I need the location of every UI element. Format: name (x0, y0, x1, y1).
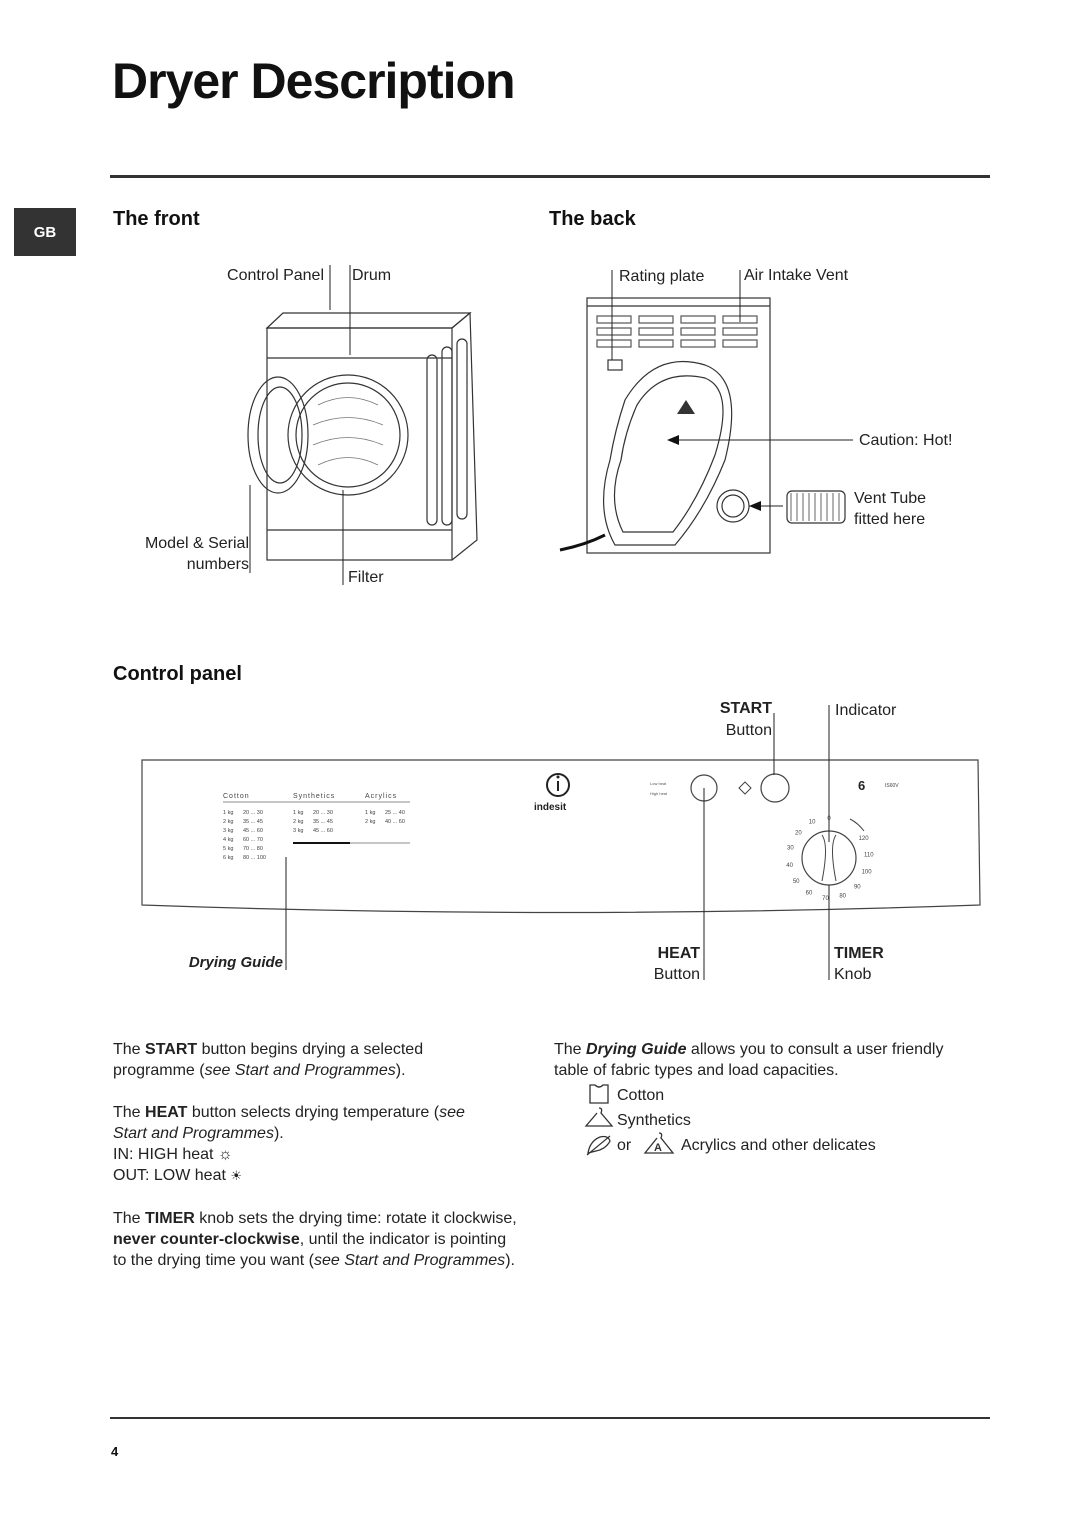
panel-model: IS60V (885, 783, 899, 789)
dial-number: 30 (787, 846, 794, 852)
heat-in-line: IN: HIGH heat (113, 1146, 214, 1163)
label-heat-bold: HEAT (657, 945, 700, 962)
panel-synthetics-header: Synthetics (293, 793, 335, 800)
cotton-row-weight: 4 kg (223, 837, 233, 843)
panel-acrylics-header: Acrylics (365, 793, 397, 800)
dial-number: 110 (864, 853, 874, 859)
label-model-serial: Model & Serial (144, 535, 249, 552)
acrylics-row-weight: 1 kg (365, 810, 375, 816)
footer-rule (110, 1417, 990, 1419)
cotton-row-time: 60 ... 70 (243, 837, 263, 843)
delicate-hand-icon (586, 1135, 611, 1156)
dial-number: 100 (862, 870, 873, 876)
label-start-bold: START (719, 700, 772, 717)
legend-synthetics: Synthetics (617, 1112, 691, 1129)
dial-number: 60 (806, 891, 813, 897)
label-control-panel: Control Panel (227, 267, 324, 284)
drying-guide-description: The Drying Guide allows you to consult a… (554, 1041, 944, 1079)
synthetics-icon (584, 1107, 614, 1127)
label-air-intake-vent: Air Intake Vent (744, 267, 849, 284)
dial-number: 50 (793, 879, 800, 885)
dial-number: 80 (839, 894, 846, 900)
panel-high-heat: High heat (650, 791, 668, 796)
dial-number: 70 (822, 896, 829, 902)
cotton-row-time: 45 ... 60 (243, 828, 263, 834)
acrylics-row-time: 40 ... 60 (385, 819, 405, 825)
page-title: Dryer Description (112, 53, 516, 109)
cotton-row-weight: 6 kg (223, 855, 233, 861)
back-dryer-diagram (559, 270, 853, 554)
label-timer-knob: Knob (834, 966, 872, 983)
svg-text:A: A (654, 1142, 662, 1154)
cotton-row-time: 20 ... 30 (243, 810, 263, 816)
acrylics-row-time: 25 ... 40 (385, 810, 405, 816)
cotton-row-time: 80 ... 100 (243, 855, 266, 861)
cotton-row-weight: 5 kg (223, 846, 233, 852)
front-heading: The front (113, 208, 200, 230)
start-description: The START button begins drying a selecte… (113, 1041, 424, 1079)
control-panel-heading: Control panel (113, 663, 242, 685)
label-rating-plate: Rating plate (619, 268, 705, 285)
control-panel-diagram: Cotton Synthetics Acrylics 1 kg 20 ... 30… (141, 705, 981, 980)
label-drum: Drum (352, 267, 392, 284)
label-model-serial-numbers: numbers (186, 556, 249, 573)
synthetics-row-time: 35 ... 45 (313, 819, 333, 825)
back-heading: The back (549, 208, 636, 230)
dial-number: 40 (786, 863, 793, 869)
synthetics-row-weight: 2 kg (293, 819, 303, 825)
dial-number: 10 (809, 820, 816, 826)
synthetics-row-weight: 1 kg (293, 810, 303, 816)
page-number: 4 (111, 1444, 119, 1459)
label-vent-tube-fitted: fitted here (854, 511, 926, 528)
low-heat-icon: ☀ (230, 1168, 243, 1183)
dial-number: 90 (854, 884, 861, 890)
label-caution-hot: Caution: Hot! (859, 432, 953, 449)
legend-cotton: Cotton (617, 1087, 665, 1104)
cotton-row-weight: 2 kg (223, 819, 233, 825)
acrylics-row-weight: 2 kg (365, 819, 375, 825)
dial-number: 20 (795, 830, 802, 836)
cotton-row-time: 35 ... 45 (243, 819, 263, 825)
panel-low-heat: Low heat (650, 781, 667, 786)
synthetics-row-time: 20 ... 30 (313, 810, 333, 816)
label-start-button: Button (725, 722, 772, 739)
label-indicator: Indicator (835, 702, 897, 719)
front-dryer-diagram (247, 265, 478, 585)
label-timer-bold: TIMER (834, 945, 884, 962)
cotton-row-time: 70 ... 80 (243, 846, 263, 852)
svg-text:6: 6 (858, 778, 865, 793)
timer-description: The TIMER knob sets the drying time: rot… (113, 1210, 517, 1269)
cotton-row-weight: 1 kg (223, 810, 233, 816)
dial-number: 120 (859, 836, 870, 842)
panel-cotton-header: Cotton (223, 793, 250, 800)
label-heat-button: Button (653, 966, 700, 983)
cotton-icon (589, 1084, 609, 1104)
legend-acrylics: Acrylics and other delicates (681, 1137, 876, 1154)
high-heat-icon: ☼ (217, 1146, 233, 1163)
heat-out-line: OUT: LOW heat (113, 1167, 226, 1184)
legend-or: or (617, 1137, 632, 1154)
synthetics-row-weight: 3 kg (293, 828, 303, 834)
label-vent-tube: Vent Tube (854, 490, 927, 507)
brand-logo: indesit (534, 802, 567, 813)
language-tab: GB (14, 208, 76, 256)
label-drying-guide: Drying Guide (188, 954, 283, 971)
heat-description: The HEAT button selects drying temperatu… (113, 1104, 465, 1184)
label-filter: Filter (348, 569, 384, 586)
synthetics-row-time: 45 ... 60 (313, 828, 333, 834)
cotton-row-weight: 3 kg (223, 828, 233, 834)
acrylics-icon: A (643, 1132, 675, 1154)
header-rule (110, 175, 990, 178)
